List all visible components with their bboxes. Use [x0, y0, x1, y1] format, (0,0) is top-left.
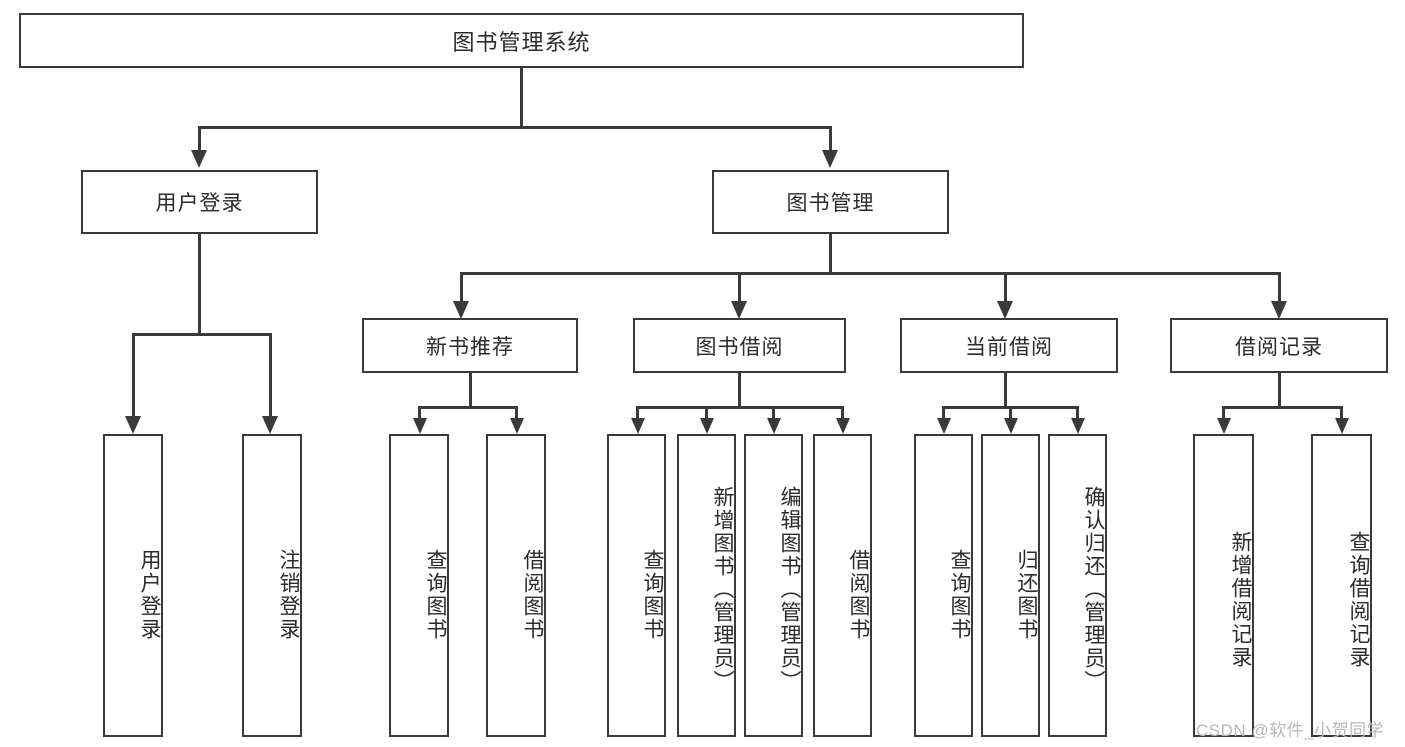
arrow-root-to-book-management: [822, 150, 838, 168]
arrow-bm-to-book-borrow: [731, 301, 747, 319]
edge-new-book-to-leaf-2: [515, 406, 518, 420]
node-label: 查询借阅记录: [1347, 530, 1370, 669]
edge-new-book-stem: [469, 373, 472, 408]
leaf-query-record[interactable]: 查询借阅记录: [1311, 434, 1372, 737]
node-borrow-record[interactable]: 借阅记录: [1170, 318, 1388, 373]
edge-new-book-to-leaf-1: [418, 406, 421, 420]
edge-book-borrow-to-leaf-3: [772, 406, 775, 420]
arrow-current-borrow-to-leaf-2: [1004, 418, 1018, 434]
node-label: 用户登录: [138, 548, 161, 641]
edge-book-borrow-to-leaf-1: [636, 406, 639, 420]
node-book-borrow[interactable]: 图书借阅: [633, 318, 846, 373]
edge-bm-to-new-book: [460, 272, 463, 304]
node-label: 借阅记录: [1235, 335, 1323, 359]
edge-borrow-record-to-leaf-1: [1222, 406, 1225, 420]
edge-current-borrow-stem: [1004, 373, 1007, 408]
leaf-logout-login[interactable]: 注销登录: [242, 434, 302, 737]
leaf-query-book-2[interactable]: 查询图书: [607, 434, 666, 737]
arrow-bm-to-borrow-record: [1271, 301, 1287, 319]
node-label: 查询图书: [424, 548, 447, 641]
leaf-return-book[interactable]: 归还图书: [981, 434, 1040, 737]
edge-book-borrow-to-leaf-2: [705, 406, 708, 420]
edge-bm-to-book-borrow: [738, 272, 741, 304]
edge-current-borrow-to-leaf-3: [1076, 406, 1079, 420]
leaf-borrow-book-2[interactable]: 借阅图书: [813, 434, 872, 737]
arrow-new-book-to-leaf-1: [413, 418, 427, 434]
node-label: 图书管理系统: [452, 29, 591, 55]
arrow-user-login-to-leaf-1: [125, 416, 141, 434]
edge-book-borrow-to-leaf-4: [841, 406, 844, 420]
arrow-current-borrow-to-leaf-1: [937, 418, 951, 434]
node-current-borrow[interactable]: 当前借阅: [900, 318, 1118, 373]
edge-bm-to-current-borrow: [1004, 272, 1007, 304]
node-label: 新书推荐: [426, 335, 514, 359]
edge-user-login-to-leaf-1: [132, 333, 135, 418]
leaf-add-book[interactable]: 新增图书（管理员）: [677, 434, 736, 737]
leaf-query-book-1[interactable]: 查询图书: [389, 434, 449, 737]
edge-book-management-stem: [829, 234, 832, 274]
arrow-bm-to-current-borrow: [997, 301, 1013, 319]
node-label: 注销登录: [277, 548, 300, 641]
watermark: CSDN @软件_小贺同学: [1196, 721, 1385, 740]
leaf-confirm-return[interactable]: 确认归还（管理员）: [1048, 434, 1107, 737]
edge-user-login-bus: [132, 333, 269, 336]
edge-user-login-stem: [198, 234, 201, 335]
node-label: 新增借阅记录: [1229, 530, 1252, 669]
edge-new-book-bus: [418, 406, 518, 409]
arrow-current-borrow-to-leaf-3: [1071, 418, 1085, 434]
edge-root-stem: [520, 68, 523, 128]
node-label: 编辑图书（管理员）: [778, 486, 801, 693]
node-label: 新增图书（管理员）: [711, 486, 734, 693]
node-new-book-recommend[interactable]: 新书推荐: [362, 318, 578, 373]
edge-borrow-record-to-leaf-2: [1340, 406, 1343, 420]
edge-bm-to-borrow-record: [1278, 272, 1281, 304]
edge-user-login-to-leaf-2: [269, 333, 272, 418]
leaf-add-record[interactable]: 新增借阅记录: [1193, 434, 1254, 737]
node-label: 确认归还（管理员）: [1082, 486, 1105, 693]
node-label: 图书借阅: [695, 335, 784, 359]
edge-borrow-record-bus: [1222, 406, 1342, 409]
arrow-borrow-record-to-leaf-1: [1217, 418, 1231, 434]
node-label: 查询图书: [948, 548, 971, 641]
edge-root-to-user-login: [198, 126, 201, 152]
arrow-book-borrow-to-leaf-3: [767, 418, 781, 434]
arrow-book-borrow-to-leaf-4: [836, 418, 850, 434]
arrow-bm-to-new-book: [453, 301, 469, 319]
node-label: 借阅图书: [847, 548, 870, 641]
edge-borrow-record-stem: [1278, 373, 1281, 408]
node-book-management[interactable]: 图书管理: [712, 170, 949, 234]
node-label: 用户登录: [155, 192, 244, 215]
leaf-user-login[interactable]: 用户登录: [103, 434, 163, 737]
leaf-borrow-book-1[interactable]: 借阅图书: [486, 434, 546, 737]
node-label: 归还图书: [1015, 548, 1038, 641]
arrow-book-borrow-to-leaf-2: [700, 418, 714, 434]
leaf-query-book-3[interactable]: 查询图书: [914, 434, 973, 737]
edge-root-to-book-management: [829, 126, 832, 152]
edge-current-borrow-to-leaf-2: [1009, 406, 1012, 420]
edge-root-bus: [198, 126, 832, 129]
node-label: 查询图书: [641, 548, 664, 641]
node-root-system[interactable]: 图书管理系统: [19, 13, 1024, 68]
node-user-login[interactable]: 用户登录: [81, 170, 318, 234]
arrow-book-borrow-to-leaf-1: [631, 418, 645, 434]
arrow-root-to-user-login: [191, 150, 207, 168]
edge-book-management-bus: [460, 272, 1280, 275]
leaf-edit-book[interactable]: 编辑图书（管理员）: [744, 434, 803, 737]
node-label: 当前借阅: [965, 335, 1053, 359]
edge-book-borrow-stem: [738, 373, 741, 408]
arrow-new-book-to-leaf-2: [510, 418, 524, 434]
arrow-borrow-record-to-leaf-2: [1335, 418, 1349, 434]
edge-book-borrow-bus: [636, 406, 843, 409]
node-label: 借阅图书: [521, 548, 544, 641]
edge-current-borrow-to-leaf-1: [942, 406, 945, 420]
node-label: 图书管理: [786, 192, 875, 215]
arrow-user-login-to-leaf-2: [262, 416, 278, 434]
